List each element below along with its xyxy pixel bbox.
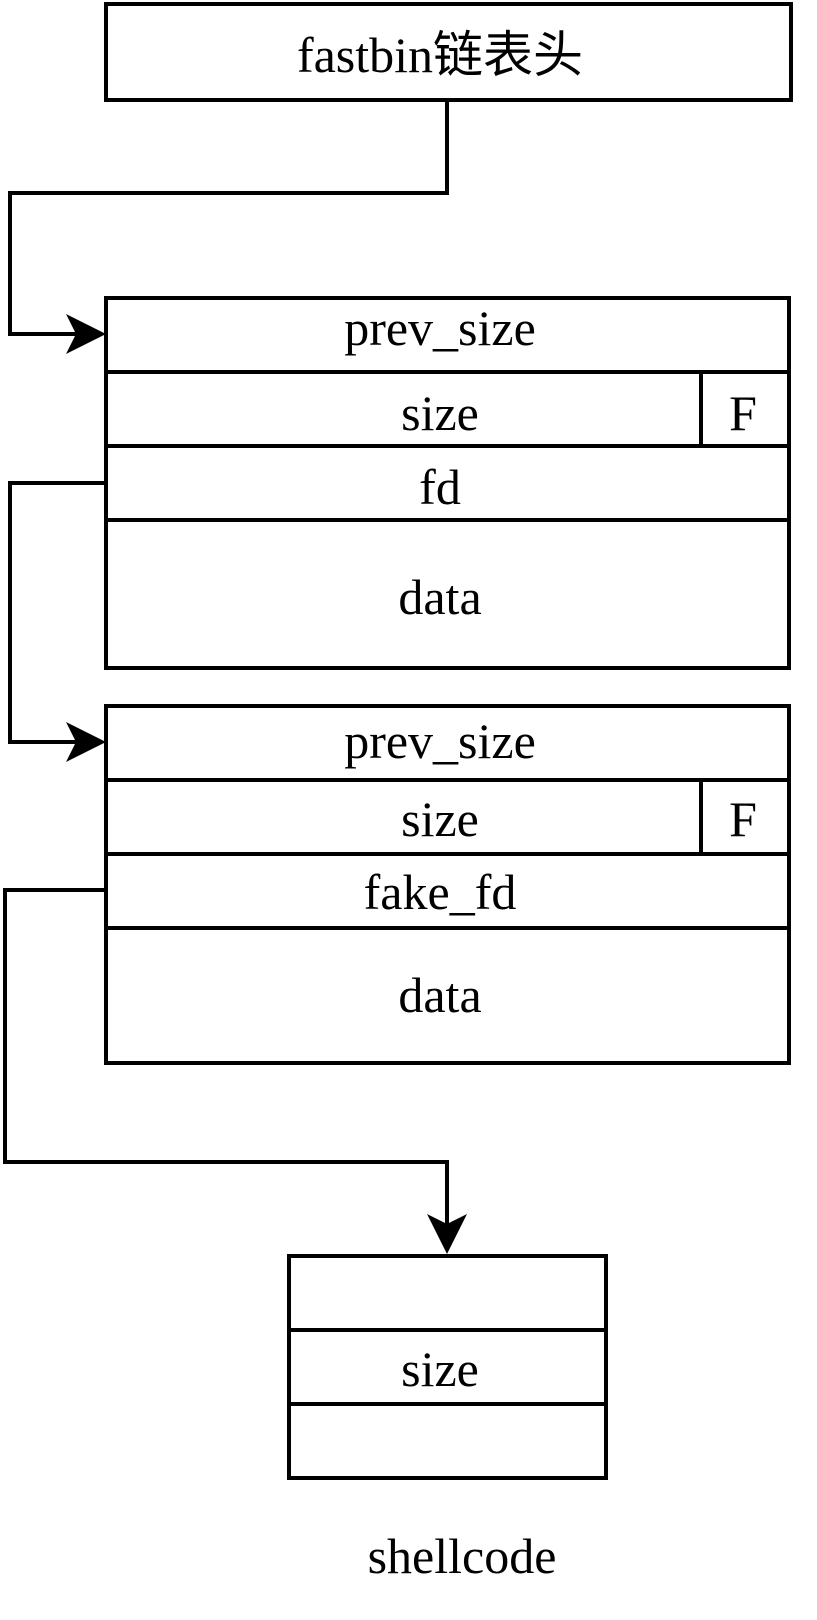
fastbin-head-label: fastbin链表头	[297, 27, 583, 83]
fastbin-head-box: fastbin链表头	[104, 2, 793, 102]
chunk1-to-chunk2-connector	[8, 481, 106, 744]
shellcode-caption: shellcode	[368, 1528, 557, 1584]
shellcode-chunk: size	[287, 1254, 608, 1480]
chunk-1-frame	[104, 296, 791, 670]
chunk-2-size-field: size	[401, 791, 479, 847]
chunk-1-size-field: size	[401, 385, 479, 441]
chunk-2-flag-field: F	[729, 791, 757, 847]
chunk-1-data-field: data	[398, 569, 481, 625]
chunk-1-fd-field: fd	[419, 459, 461, 515]
chunk-2-frame	[104, 704, 791, 1065]
chunk2-to-shellcode-arrowhead	[427, 1214, 467, 1254]
chunk-1-flag-field: F	[729, 385, 757, 441]
head-to-chunk1-connector	[8, 100, 449, 336]
head-to-chunk1-arrowhead	[66, 314, 106, 354]
shellcode-chunk-frame	[287, 1254, 608, 1480]
chunk-1-prev-size-field: prev_size	[344, 300, 536, 356]
chunk1-to-chunk2-arrowhead	[66, 722, 106, 762]
fastbin-head-rect	[104, 2, 793, 102]
chunk-2-fake-fd-field: fake_fd	[364, 864, 517, 920]
chunk-2-data-field: data	[398, 967, 481, 1023]
shellcode-chunk-size-field: size	[401, 1341, 479, 1397]
chunk-2: prev_size size F fake_fd data	[104, 704, 791, 1065]
chunk2-to-shellcode-connector	[3, 888, 449, 1224]
chunk-1: prev_size size F fd data	[104, 296, 791, 670]
chunk-2-prev-size-field: prev_size	[344, 713, 536, 769]
